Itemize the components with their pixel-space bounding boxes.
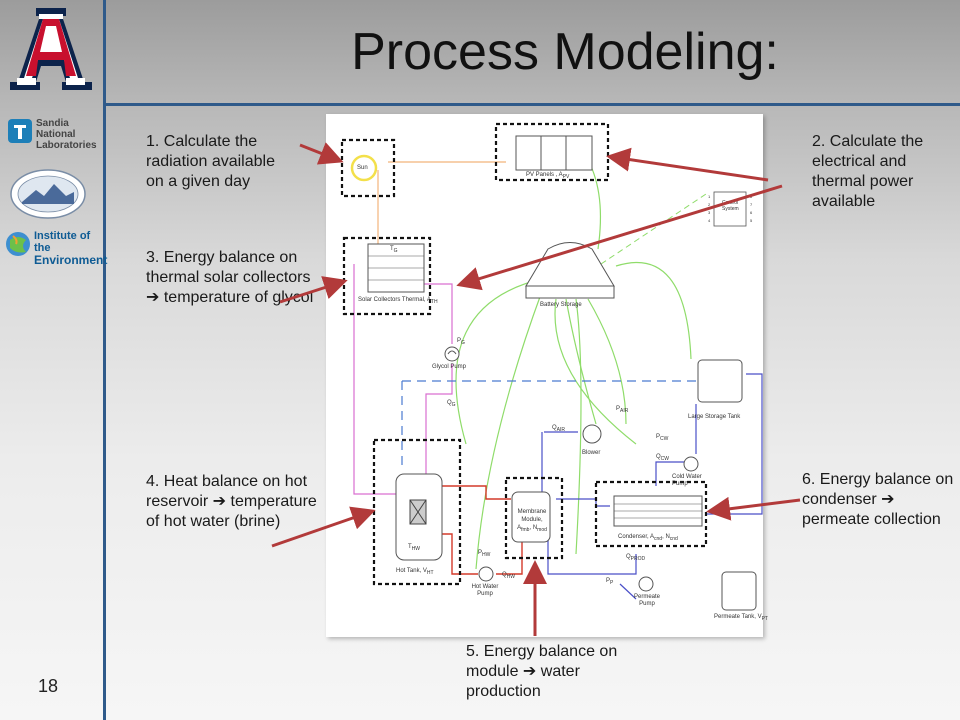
note-1: 1. Calculate the radiation available on … [146,133,275,190]
control-pins-right: 8 7 6 5 [750,193,756,225]
pg-label-sub: G [461,340,465,347]
control-pin-1: 1 [708,194,711,199]
process-diagram-lines [340,122,763,611]
control-pin-8: 8 [750,194,753,199]
phw-label-text: P [478,550,483,556]
permeate-pump-label: Permeate Pump [633,594,660,607]
membrane-label: Membrane Module, Afmb, Nmod [517,509,547,534]
hot-tank-label-sub: HT [426,570,434,577]
title-divider [103,103,960,106]
qhw-label-sub: HW [506,574,516,581]
control-pin-4: 4 [708,218,711,223]
qprod-label-sub: PROD [630,556,646,563]
control-pin-6: 6 [750,210,753,215]
qg-label-text: Q [447,400,452,406]
hot-pump-label: Hot Water Pump [471,584,499,597]
qcw-label-text: Q [656,454,661,460]
membrane-label-text: Membrane Module, A [517,509,547,531]
pg-label: PG [457,338,465,346]
thw-label-text: T [408,544,412,550]
glycol-pump-label: Glycol Pump [432,364,467,370]
collectors-label-text: Solar Collectors Thermal, A [358,297,431,303]
page-number: 18 [38,676,59,696]
cold-pump-label: Cold Water Pump [672,474,702,487]
phw-label: PHW [478,550,490,558]
institute-label: Institute of the Environment [34,230,108,267]
institute-line1: Institute of the [34,230,91,254]
thw-label: THW [408,544,420,552]
tg-label-sub: G [393,248,398,255]
control-pins-left: 1 2 3 4 [708,193,714,225]
control-pin-5: 5 [750,218,753,223]
control-pin-7: 7 [750,202,753,207]
pv-label: PV Panels , APV [526,172,569,180]
pp-label-sub: P [610,580,614,587]
note-4: 4. Heat balance on hot reservoir ➔ tempe… [146,473,317,530]
qg-label-sub: G [451,402,456,409]
note-5: 5. Energy balance on module ➔ water prod… [466,643,618,700]
qhw-label: QHW [502,572,515,580]
pair-label: PAIR [616,406,628,414]
note-2: 2. Calculate the electrical and thermal … [812,133,924,210]
qcw-label-sub: CW [660,456,670,463]
thw-label-sub: HW [411,546,421,553]
sandia-logo-icon [8,119,32,143]
battery-label: Battery Storage [540,302,582,308]
hot-tank-label-text: Hot Tank, V [396,568,427,574]
membrane-label-sub: fmb [521,527,530,534]
control-pin-2: 2 [708,202,711,207]
condenser-n-text: N [665,534,670,540]
sandia-label: Sandia National Laboratories [36,118,97,151]
interior-seal-icon [10,169,86,219]
permeate-tank-label-sub: PT [761,616,768,623]
condenser-label-text: Condenser, A [618,534,655,540]
left-divider [103,0,106,720]
condenser-n-sub: cnd [669,536,678,543]
qair-label-sub: AIR [556,427,566,434]
university-logo-icon [10,8,92,90]
collectors-label-sub: TH [430,299,438,306]
condenser-label: Condenser, Acnd, Ncnd [618,534,678,543]
qg-label: QG [447,400,456,408]
institute-line2: Environment [34,253,108,267]
qair-label: QAIR [552,425,565,433]
condenser-label-sub: cnd [654,536,663,543]
control-pin-3: 3 [708,210,711,215]
qprod-label-text: Q [626,554,631,560]
pg-label-text: P [457,338,462,344]
pv-label-sub: PV [562,174,570,181]
pp-label: PP [606,578,613,586]
pcw-label-sub: CW [660,436,669,443]
qhw-label-text: Q [502,572,507,578]
tg-label: TG [390,246,398,254]
note-3: 3. Energy balance on thermal solar colle… [146,249,314,306]
pcw-label: PCW [656,434,668,442]
collectors-label: Solar Collectors Thermal, ATH [358,297,438,305]
qcw-label: QCW [656,454,669,462]
phw-label-sub: HW [482,552,491,559]
blower-label: Blower [582,450,601,456]
control-label: Control System [722,200,739,212]
permeate-tank-label-text: Permeate Tank, V [714,614,762,620]
pcw-label-text: P [656,434,661,440]
pv-label-text: PV Panels , A [526,172,563,178]
pair-label-text: P [616,406,621,412]
tg-label-text: T [390,246,394,252]
pair-label-sub: AIR [620,408,629,415]
pp-label-text: P [606,578,611,584]
qprod-label: QPROD [626,554,645,562]
membrane-n-text: N [532,525,538,531]
qair-label-text: Q [552,425,557,431]
large-tank-label: Large Storage Tank [688,414,741,420]
permeate-tank-label: Permeate Tank, VPT [714,614,768,622]
membrane-n-sub: mod [537,527,547,534]
hot-tank-label: Hot Tank, VHT [396,568,434,576]
note-6: 6. Energy balance on condenser ➔ permeat… [802,471,954,528]
slide-title: Process Modeling: [351,23,779,81]
sun-label: Sun [357,165,368,171]
institute-logo-icon [6,232,30,256]
